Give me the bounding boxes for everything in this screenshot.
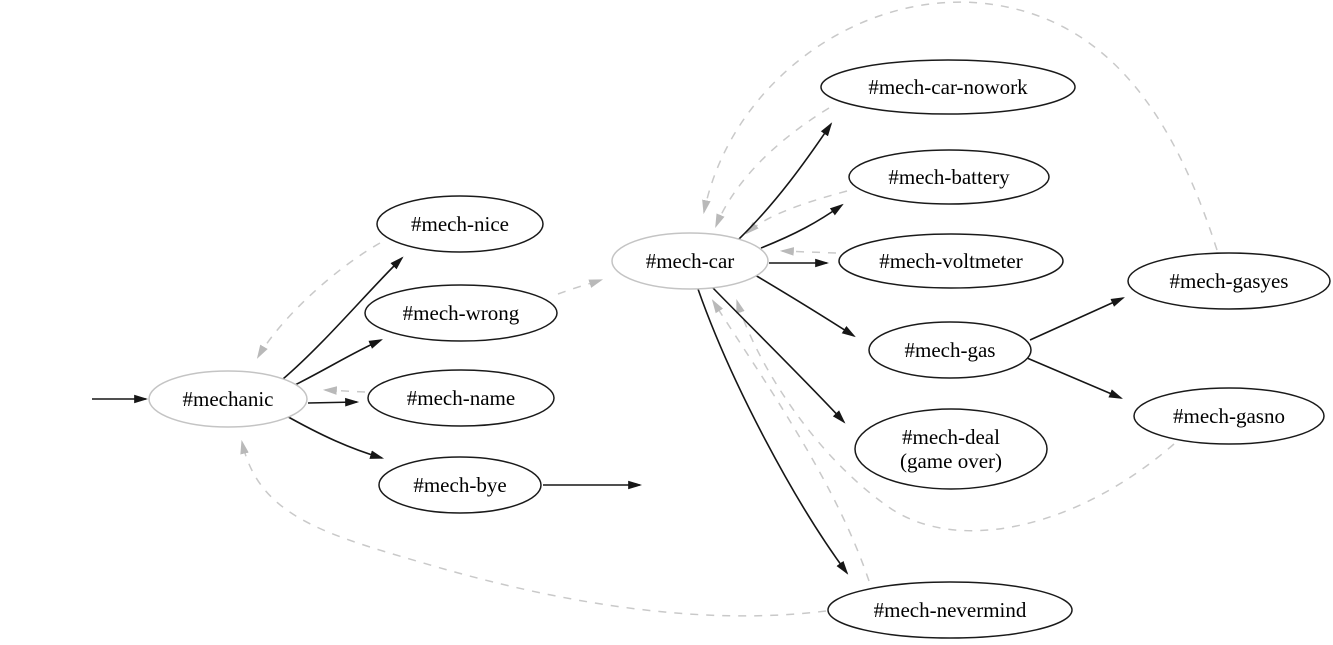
edge-mech-car-nowork-to-mech-car (715, 107, 830, 228)
edge-mech-car-to-mech-nevermind (697, 288, 849, 575)
node-mech-deal-label: #mech-deal (902, 425, 1000, 449)
node-mech-car-label: #mech-car (646, 249, 735, 273)
edge-mech-gasno-to-mech-car (736, 298, 1175, 532)
edge-mech-car-to-mech-deal (711, 286, 846, 424)
node-mech-gasno: #mech-gasno (1133, 387, 1325, 445)
node-mech-car-nowork-label: #mech-car-nowork (868, 75, 1028, 99)
node-mech-voltmeter-label: #mech-voltmeter (879, 249, 1022, 273)
node-mech-gasyes-label: #mech-gasyes (1170, 269, 1289, 293)
edge-mech-car-to-mech-gas (754, 274, 856, 338)
edge-mech-gas-to-mech-gasno (1026, 357, 1123, 399)
edge-mechanic-to-mech-nice (282, 256, 404, 380)
edge-mech-car-to-mech-battery (760, 203, 844, 249)
edge-mech-wrong-to-mech-car (557, 279, 604, 295)
edge-mech-nice-to-mechanic (256, 242, 381, 359)
node-mech-car: #mech-car (611, 232, 769, 290)
node-mechanic-label: #mechanic (183, 387, 274, 411)
node-mech-voltmeter: #mech-voltmeter (838, 233, 1064, 289)
node-mech-nevermind: #mech-nevermind (827, 581, 1073, 639)
edge-mechanic-to-mech-bye (282, 413, 385, 459)
edge-mech-car-to-mech-car-nowork (738, 122, 833, 240)
node-mech-bye-label: #mech-bye (413, 473, 506, 497)
node-mech-gasno-label: #mech-gasno (1173, 404, 1285, 428)
node-mech-deal: #mech-deal (game over) (854, 408, 1048, 490)
edge-mech-name-to-mechanic (322, 386, 366, 395)
node-mech-nice-label: #mech-nice (411, 212, 509, 236)
node-mech-gas: #mech-gas (868, 321, 1032, 379)
node-mech-name: #mech-name (367, 369, 555, 427)
node-mech-wrong-label: #mech-wrong (403, 301, 520, 325)
node-mech-name-label: #mech-name (407, 386, 515, 410)
node-mechanic: #mechanic (148, 370, 308, 428)
edge-mechanic-to-mech-wrong (290, 339, 383, 388)
edge-mech-battery-to-mech-car (745, 190, 848, 235)
node-mech-car-nowork: #mech-car-nowork (820, 59, 1076, 115)
node-mech-deal-sublabel: (game over) (900, 449, 1002, 473)
edge-mech-nevermind-to-mech-car (711, 299, 870, 582)
node-mech-gas-label: #mech-gas (905, 338, 996, 362)
node-mech-gasyes: #mech-gasyes (1127, 252, 1331, 310)
edge-mech-voltmeter-to-mech-car (779, 247, 837, 256)
node-mech-nice: #mech-nice (376, 195, 544, 253)
node-mech-battery-label: #mech-battery (888, 165, 1010, 189)
edge-mech-nevermind-to-mechanic (240, 439, 827, 617)
edge-mech-gas-to-mech-gasyes (1029, 297, 1125, 341)
node-mech-bye: #mech-bye (378, 456, 542, 514)
edge-mechanic-to-mech-name (307, 397, 360, 407)
node-mech-battery: #mech-battery (848, 149, 1050, 205)
node-mech-nevermind-label: #mech-nevermind (874, 598, 1027, 622)
node-mech-wrong: #mech-wrong (364, 284, 558, 342)
